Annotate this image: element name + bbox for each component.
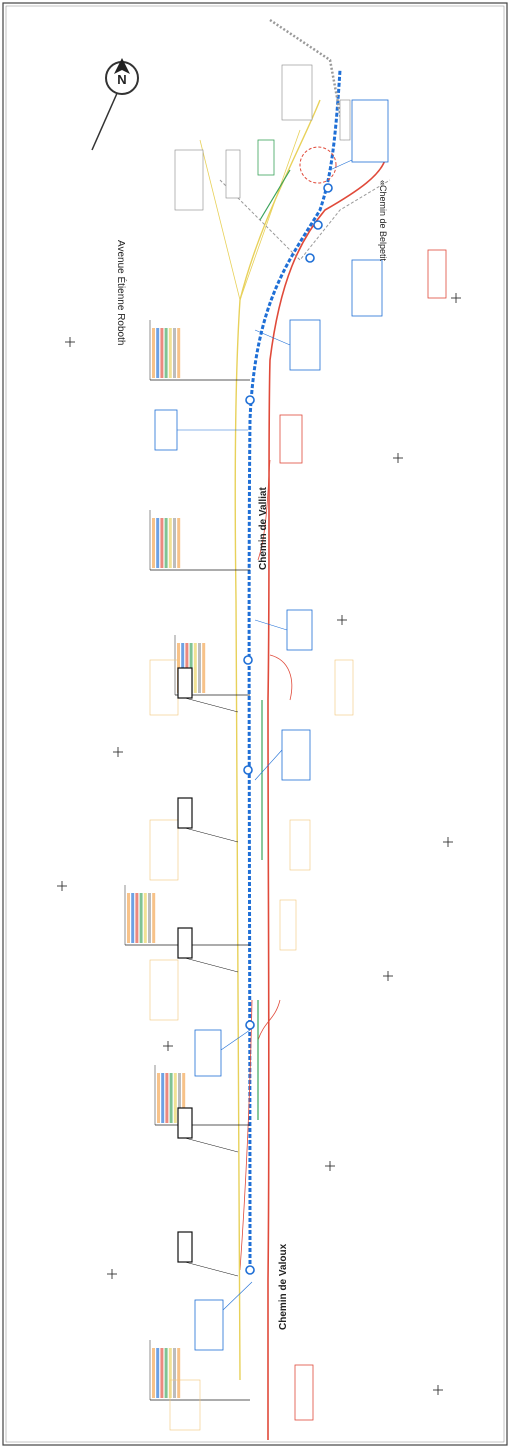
blue-callout xyxy=(154,409,248,451)
blue-callout xyxy=(254,729,311,781)
blue-callouts-group xyxy=(154,99,389,1351)
obstacle-tag xyxy=(177,667,239,713)
blue-callout xyxy=(194,1029,251,1077)
manhole-icon xyxy=(243,765,253,775)
street-label-top: Avenue Étienne Roboth xyxy=(115,240,128,345)
orange-info-boxes xyxy=(149,659,354,1431)
red-branch-line-4 xyxy=(257,459,271,561)
cross-section xyxy=(154,1065,250,1126)
yellow-branch-lines xyxy=(199,129,301,302)
grid-cross-mark xyxy=(393,453,403,463)
junction-circle xyxy=(299,146,337,184)
blue-callout xyxy=(329,99,389,171)
grid-crosses xyxy=(57,293,461,1395)
grey-existing-line xyxy=(269,18,347,141)
manhole-icon xyxy=(243,655,253,665)
blue-callout xyxy=(194,1281,253,1351)
manhole-icon xyxy=(323,183,333,193)
blue-callout xyxy=(254,609,313,651)
sheet-inner-frame xyxy=(5,5,505,1443)
cross-section xyxy=(149,320,250,381)
cross-section xyxy=(149,510,250,571)
manhole-icon xyxy=(305,253,315,263)
grid-cross-mark xyxy=(57,881,67,891)
grey-callouts-group xyxy=(174,64,351,211)
manhole-icon xyxy=(245,1020,255,1030)
obstacle-tag xyxy=(177,927,239,973)
grid-cross-mark xyxy=(337,615,347,625)
obstacle-tags-group xyxy=(177,667,239,1277)
blue-callout xyxy=(254,319,321,371)
manhole-icon xyxy=(245,395,255,405)
grey-branch-lines xyxy=(219,179,391,261)
obstacle-tag xyxy=(177,1107,239,1153)
red-callout xyxy=(294,1364,314,1421)
green-network-line xyxy=(257,169,291,1120)
manhole-icon xyxy=(313,220,323,230)
street-label-bottom: Chemin de Valoux xyxy=(278,1243,289,1330)
grid-cross-mark xyxy=(107,1269,117,1279)
grid-cross-mark xyxy=(383,971,393,981)
street-label-main: Chemin de Valliat xyxy=(258,487,269,570)
manhole-icon xyxy=(245,1265,255,1275)
red-callouts-group xyxy=(279,249,447,1421)
grid-cross-mark xyxy=(163,1041,173,1051)
red-callout xyxy=(427,249,447,299)
red-network-line xyxy=(267,159,386,1440)
grid-cross-mark xyxy=(113,747,123,757)
street-label-top-2: «Chemin de Belpetit xyxy=(378,180,388,262)
grid-cross-mark xyxy=(451,293,461,303)
grid-cross-mark xyxy=(433,1385,443,1395)
obstacle-tag xyxy=(177,797,239,843)
blue-main-pipe xyxy=(247,69,342,1271)
red-branch-line-2 xyxy=(257,999,281,1041)
obstacle-tag xyxy=(177,1231,239,1277)
grid-cross-mark xyxy=(325,1161,335,1171)
red-callout xyxy=(279,414,303,464)
blue-callout xyxy=(351,259,383,317)
red-branch-line xyxy=(239,999,253,1271)
north-letter: N xyxy=(117,72,126,87)
north-arrow-icon: N xyxy=(91,58,139,151)
grid-cross-mark xyxy=(65,337,75,347)
red-branch-line-3 xyxy=(269,654,293,701)
grid-cross-mark xyxy=(443,837,453,847)
manholes-group xyxy=(243,183,333,1275)
